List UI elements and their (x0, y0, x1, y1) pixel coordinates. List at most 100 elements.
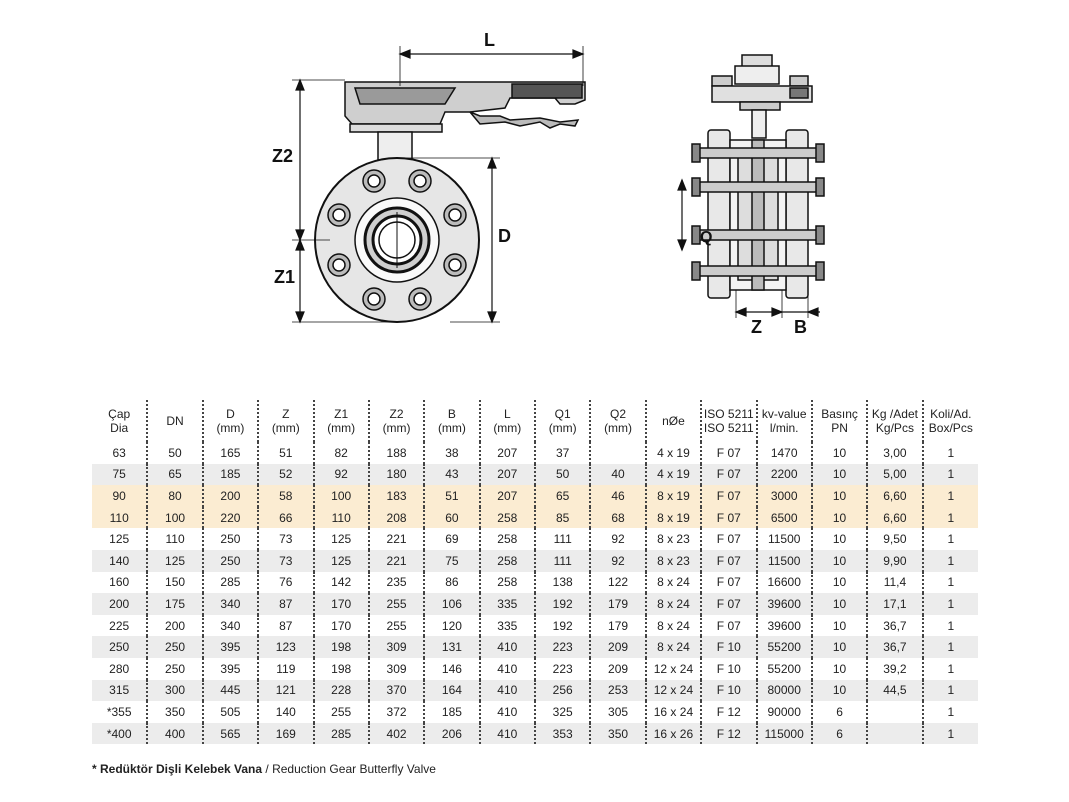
table-cell: 410 (479, 636, 537, 658)
table-cell: 350 (147, 701, 204, 723)
table-cell: 1 (922, 722, 978, 745)
table-cell: 8 x 24 (645, 593, 703, 615)
label-Z1: Z1 (274, 267, 295, 287)
table-cell: 86 (424, 571, 481, 594)
table-cell: 235 (368, 571, 426, 594)
table-cell: 335 (479, 593, 537, 615)
table-cell: 258 (479, 549, 537, 572)
table-cell: 125 (92, 528, 149, 550)
table-cell: 198 (313, 636, 370, 658)
column-header: Koli/Ad. Box/Pcs (928, 407, 973, 435)
table-cell: 68 (590, 506, 647, 529)
table-cell: 410 (479, 679, 537, 702)
table-cell: 37 (535, 442, 592, 464)
table-cell: 250 (92, 636, 149, 658)
column-header: D (mm) (202, 400, 260, 442)
table-cell: 250 (147, 636, 204, 658)
table-cell: 285 (313, 722, 370, 745)
table-cell: 38 (424, 442, 481, 464)
table-cell: 4 x 19 (645, 442, 703, 464)
table-cell: 1 (947, 704, 955, 719)
table-cell: 87 (258, 614, 315, 637)
table-cell: 39,2 (867, 657, 924, 680)
table-cell: 140 (258, 701, 315, 723)
table-cell: 353 (535, 722, 592, 745)
table-cell: 207 (479, 485, 537, 507)
table-cell: 208 (368, 506, 426, 529)
label-Z: Z (751, 317, 762, 337)
label-B: B (794, 317, 807, 337)
table-cell: 255 (368, 614, 426, 637)
table-cell: 120 (424, 614, 481, 637)
table-cell: F 07 (701, 506, 758, 529)
table-cell: 100 (313, 485, 370, 507)
table-cell: 51 (424, 485, 481, 507)
table-cell: 200 (92, 593, 149, 615)
table-cell: 250 (202, 549, 260, 572)
table-cell: 8 x 23 (645, 528, 703, 550)
table-cell: *400 (92, 722, 149, 745)
table-cell: 80000 (756, 679, 813, 702)
table-cell: 206 (424, 722, 481, 745)
column-header: Çap Dia (92, 400, 149, 442)
table-cell: 185 (424, 701, 481, 723)
table-cell: 6500 (756, 506, 813, 529)
table-cell: 315 (92, 679, 149, 702)
table-cell: 350 (590, 722, 647, 745)
table-cell: F 12 (701, 722, 758, 745)
table-cell: 410 (479, 657, 537, 680)
table-cell: 505 (202, 701, 260, 723)
footnote-text: / Reduction Gear Butterfly Valve (262, 762, 436, 776)
column-header: Q1 (mm) (535, 400, 592, 442)
valve-technical-drawing: L Z2 Z1 D (272, 30, 825, 337)
table-cell: 115000 (756, 722, 813, 745)
table-cell: 198 (313, 657, 370, 680)
table-cell: 228 (313, 679, 370, 702)
table-cell: 192 (535, 614, 592, 637)
table-cell: 200 (147, 614, 204, 637)
table-cell: 3,00 (867, 442, 924, 464)
table-cell: 8 x 24 (645, 614, 703, 637)
table-cell: 250 (147, 657, 204, 680)
column-header: Basınç PN (811, 400, 869, 442)
table-cell: 150 (147, 571, 204, 594)
table-cell: F 07 (701, 593, 758, 615)
table-cell: F 07 (701, 614, 758, 637)
table-cell: 111 (535, 549, 592, 572)
table-cell: 17,1 (867, 593, 924, 615)
table-cell: 305 (590, 701, 647, 723)
table-cell: 11500 (756, 528, 813, 550)
side-dimensions (677, 178, 820, 318)
table-cell: 258 (479, 506, 537, 529)
table-cell: 122 (590, 571, 647, 594)
table-cell: 221 (368, 549, 426, 572)
label-D: D (498, 226, 511, 246)
column-header: kv-value l/min. (756, 400, 813, 442)
table-cell: 400 (147, 722, 204, 745)
table-cell: 445 (202, 679, 260, 702)
table-cell: 16600 (756, 571, 813, 594)
table-cell: 10 (811, 571, 869, 594)
column-header: Z1 (mm) (313, 400, 370, 442)
table-cell: 110 (147, 528, 204, 550)
table-cell (590, 442, 647, 464)
table-cell: 142 (313, 571, 370, 594)
table-cell: 410 (479, 722, 537, 745)
table-cell: 258 (479, 528, 537, 550)
table-cell: 1 (922, 506, 978, 529)
table-cell: 10 (811, 463, 869, 486)
table-cell: 10 (811, 442, 869, 464)
table-cell: 220 (202, 506, 260, 529)
table-cell: 100 (147, 506, 204, 529)
table-cell: 170 (313, 593, 370, 615)
table-cell: 169 (258, 722, 315, 745)
table-cell: 60 (424, 506, 481, 529)
